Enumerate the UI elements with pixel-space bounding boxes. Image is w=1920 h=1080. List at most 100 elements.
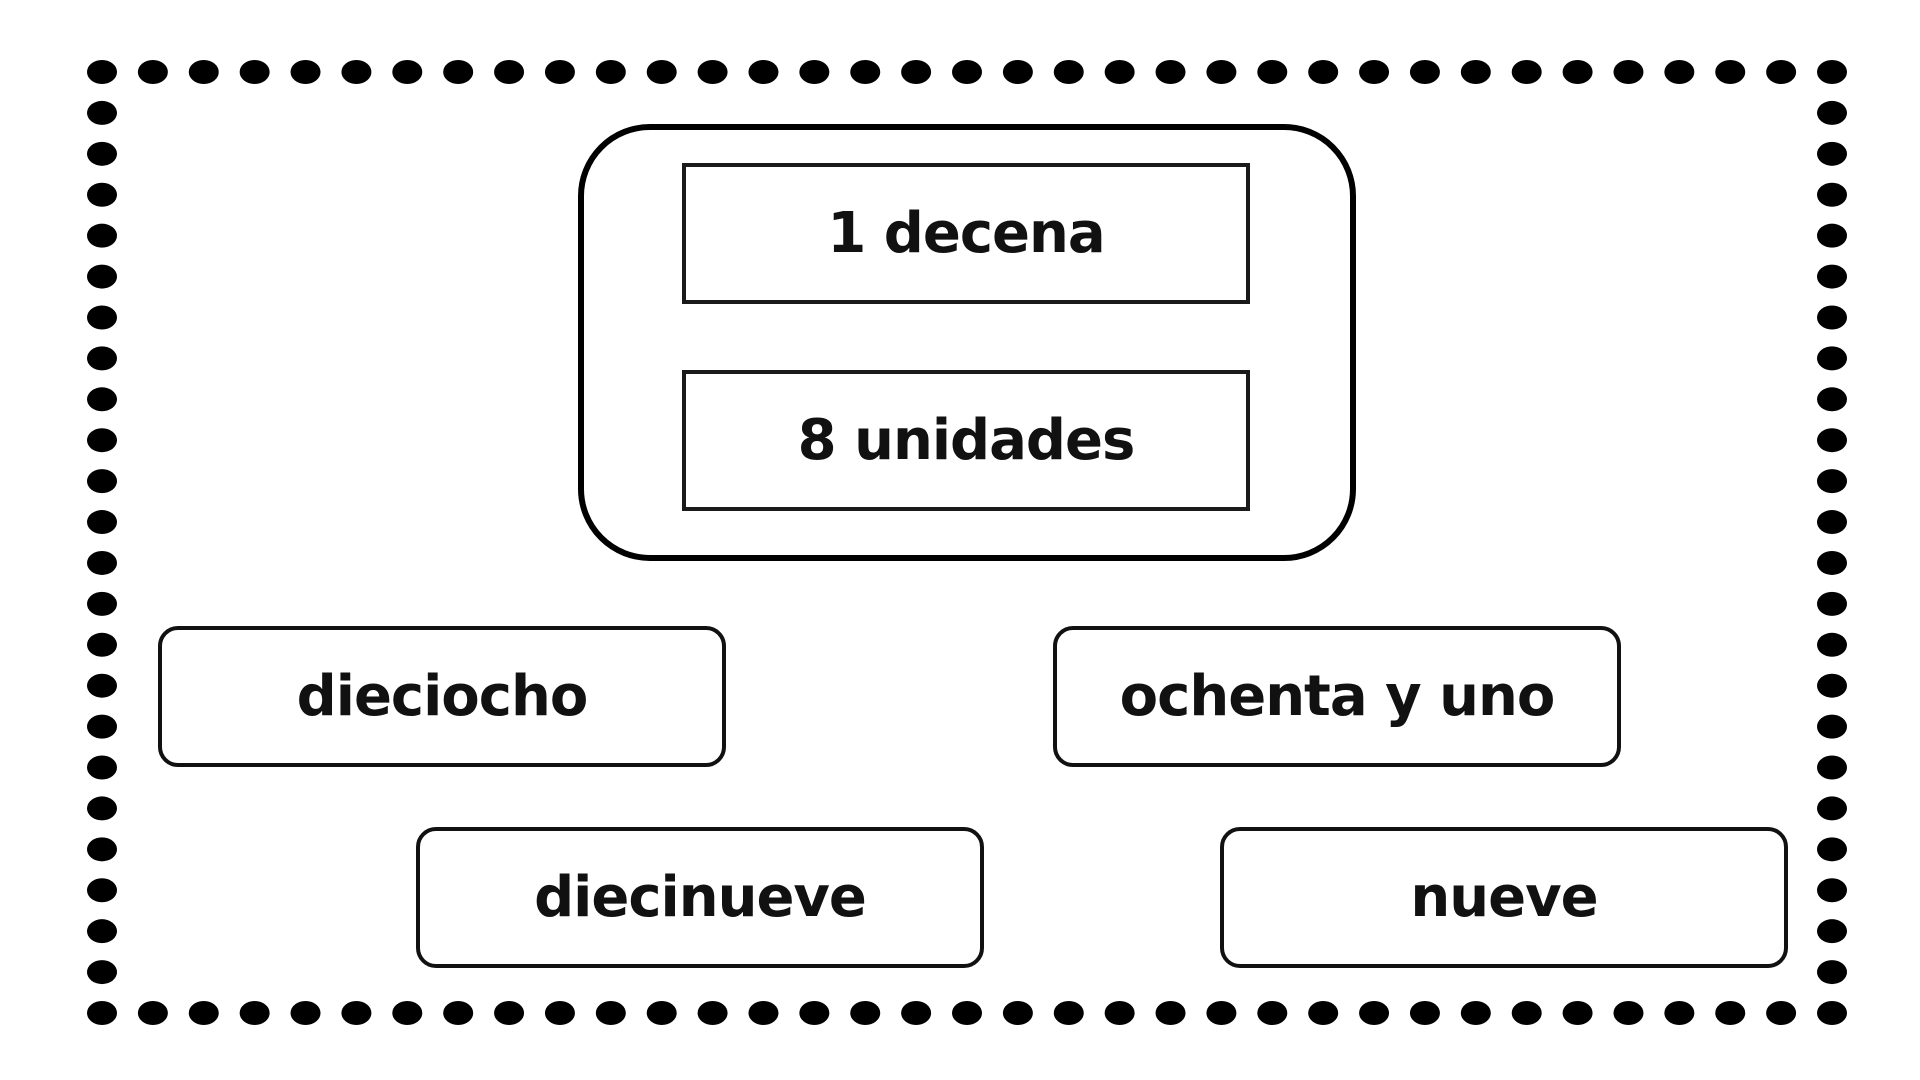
border-dot: [1817, 837, 1847, 862]
border-dot: [290, 1001, 321, 1025]
border-dot: [137, 60, 168, 84]
border-dot: [1562, 1001, 1593, 1025]
border-dot: [188, 60, 219, 84]
border-dot: [87, 837, 117, 862]
border-dot: [1613, 60, 1644, 84]
prompt-frame: [578, 124, 1356, 561]
border-dot: [137, 1001, 168, 1025]
border-dot: [87, 264, 117, 289]
border-dot: [1817, 714, 1847, 739]
border-dot: [1817, 510, 1847, 535]
border-dot: [1053, 1001, 1084, 1025]
answer-option-diecinueve[interactable]: diecinueve: [416, 827, 984, 968]
border-dot: [1715, 60, 1746, 84]
border-dot: [544, 60, 575, 84]
border-dot: [1002, 1001, 1033, 1025]
border-dot: [87, 673, 117, 698]
answer-option-ochenta-y-uno[interactable]: ochenta y uno: [1053, 626, 1621, 767]
border-dot: [443, 60, 474, 84]
border-dot: [87, 223, 117, 248]
border-dot: [748, 60, 779, 84]
border-dot: [1511, 60, 1542, 84]
border-dot: [1817, 387, 1847, 412]
border-dot: [1053, 60, 1084, 84]
border-dot: [1817, 141, 1847, 166]
border-dot: [87, 714, 117, 739]
border-dot: [1817, 100, 1847, 125]
border-dot: [1409, 60, 1440, 84]
border-dot: [646, 60, 677, 84]
border-dot: [392, 60, 423, 84]
answer-option-label: ochenta y uno: [1119, 664, 1556, 729]
border-dot: [595, 60, 626, 84]
border-dot: [952, 60, 982, 84]
border-dot: [1817, 796, 1847, 821]
border-dot: [290, 60, 321, 84]
border-dot: [1206, 1001, 1237, 1025]
prompt-tens-label: 1 decena: [827, 201, 1105, 266]
answer-option-label: diecinueve: [534, 865, 867, 930]
border-dot: [1817, 264, 1847, 289]
border-dot: [87, 591, 117, 616]
border-dot: [748, 1001, 779, 1025]
answer-option-label: nueve: [1410, 865, 1598, 930]
border-dot: [87, 182, 117, 207]
border-dot: [1817, 960, 1847, 985]
border-dot: [1562, 60, 1593, 84]
border-dot: [87, 919, 117, 944]
border-dot: [87, 632, 117, 657]
border-dot: [1817, 223, 1847, 248]
border-dot: [392, 1001, 423, 1025]
border-dot: [1206, 60, 1237, 84]
border-dot: [1664, 60, 1695, 84]
border-dot: [595, 1001, 626, 1025]
border-dot: [1308, 1001, 1339, 1025]
border-dot: [1460, 1001, 1491, 1025]
border-dot: [850, 1001, 881, 1025]
border-dot: [1409, 1001, 1440, 1025]
border-dot: [239, 1001, 270, 1025]
border-dot: [1766, 1001, 1797, 1025]
border-dot: [87, 428, 117, 453]
border-dot: [646, 1001, 677, 1025]
border-dot: [87, 510, 117, 535]
border-dot: [1817, 428, 1847, 453]
border-dot: [1817, 550, 1847, 575]
border-dot: [1359, 60, 1390, 84]
border-dot: [799, 60, 830, 84]
border-dot: [544, 1001, 575, 1025]
border-dot: [850, 60, 881, 84]
border-dot: [1817, 673, 1847, 698]
border-dot: [1104, 60, 1135, 84]
border-dot: [87, 141, 117, 166]
answer-option-nueve[interactable]: nueve: [1220, 827, 1788, 968]
border-dot: [87, 796, 117, 821]
border-dot: [1359, 1001, 1390, 1025]
border-dot: [1308, 60, 1339, 84]
answer-option-label: dieciocho: [296, 664, 589, 729]
border-dot: [341, 1001, 372, 1025]
border-dot: [1257, 1001, 1288, 1025]
prompt-tens-box: 1 decena: [682, 163, 1250, 304]
border-dot: [87, 346, 117, 371]
border-dot: [1817, 305, 1847, 330]
border-dot: [87, 755, 117, 780]
border-dot: [341, 60, 372, 84]
border-dot: [87, 387, 117, 412]
answer-option-dieciocho[interactable]: dieciocho: [158, 626, 726, 767]
border-dot: [697, 1001, 728, 1025]
border-dot: [1817, 346, 1847, 371]
border-dot: [87, 1001, 117, 1025]
border-dot: [1460, 60, 1491, 84]
border-dot: [87, 60, 117, 84]
border-dot: [239, 60, 270, 84]
border-dot: [901, 1001, 932, 1025]
border-dot: [1715, 1001, 1746, 1025]
border-dot: [1104, 1001, 1135, 1025]
border-dot: [1817, 755, 1847, 780]
border-dot: [697, 60, 728, 84]
border-dot: [87, 878, 117, 903]
border-dot: [1817, 591, 1847, 616]
border-dot: [1817, 632, 1847, 657]
